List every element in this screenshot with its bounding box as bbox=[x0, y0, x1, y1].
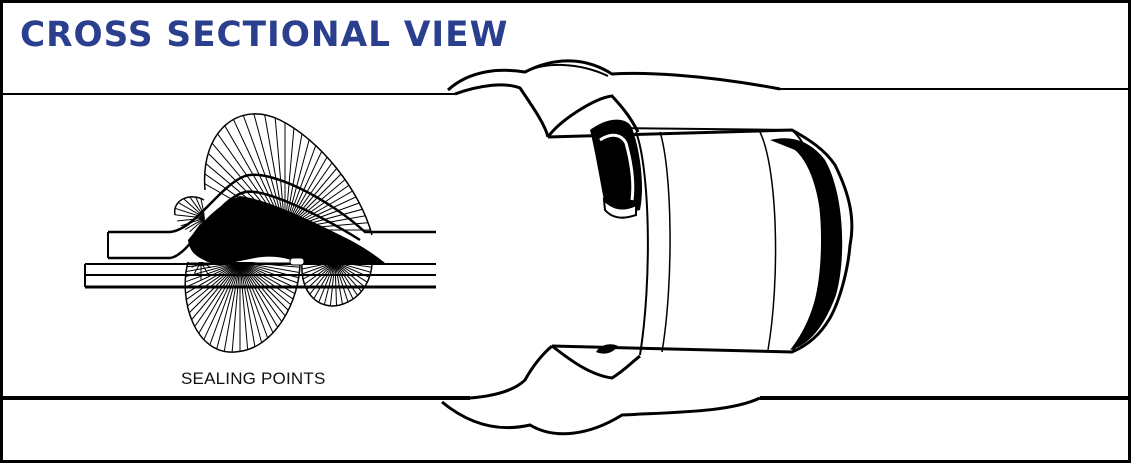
hatch-line bbox=[284, 113, 314, 231]
hatch-line bbox=[243, 113, 286, 231]
hatch-line bbox=[174, 217, 205, 234]
hatch-line bbox=[334, 262, 372, 271]
hatch-line bbox=[239, 262, 300, 340]
hatch-line bbox=[334, 262, 372, 287]
hatch-line bbox=[256, 113, 286, 231]
inset-gasket bbox=[188, 196, 385, 263]
hatch-line bbox=[185, 262, 241, 353]
hatch-line bbox=[181, 217, 205, 234]
spigot-inner-top bbox=[611, 127, 793, 131]
hatch-line bbox=[301, 262, 336, 291]
bell-front-face bbox=[454, 83, 640, 138]
hatch-line bbox=[208, 262, 241, 353]
end-crescent bbox=[770, 138, 843, 350]
hatch-line bbox=[301, 262, 336, 298]
hatch-line bbox=[239, 262, 300, 314]
hatch-line bbox=[181, 196, 205, 219]
inner-ring-3 bbox=[759, 131, 777, 351]
hatch-line bbox=[319, 262, 336, 306]
hatch-line bbox=[239, 262, 292, 353]
spigot-top bbox=[547, 128, 854, 354]
hatch-line bbox=[334, 262, 372, 306]
hatch-line bbox=[270, 113, 286, 231]
hatch-line bbox=[239, 262, 300, 294]
hatch-line bbox=[239, 262, 272, 353]
hatch-line bbox=[301, 262, 336, 283]
bell-ridge-top bbox=[524, 64, 609, 77]
hatch-line bbox=[239, 262, 300, 348]
hatch-line bbox=[185, 262, 241, 353]
hatch-line bbox=[301, 262, 336, 275]
hatch-line bbox=[188, 262, 241, 353]
hatch-line bbox=[218, 262, 241, 353]
hatch-line bbox=[174, 217, 205, 234]
inner-ring-1 bbox=[635, 131, 649, 356]
hatch-line bbox=[334, 262, 372, 301]
hatch-line bbox=[185, 262, 241, 348]
hatch-line bbox=[239, 262, 282, 353]
hatch-line bbox=[185, 262, 241, 323]
bell-outer-top bbox=[446, 59, 781, 92]
hatch-line bbox=[334, 262, 346, 306]
gasket-white-strip bbox=[599, 133, 635, 201]
hatch-line bbox=[174, 196, 205, 219]
hatch-line bbox=[200, 262, 212, 278]
lobe-outline-upper bbox=[203, 113, 373, 236]
hatch-line bbox=[284, 113, 300, 231]
gasket-dark-bottom bbox=[596, 344, 618, 354]
hatch-line bbox=[334, 262, 372, 295]
hatch-line bbox=[284, 113, 354, 231]
lobe-outline-right bbox=[301, 261, 373, 307]
hatch-line bbox=[190, 262, 202, 278]
sealing-points-caption: SEALING POINTS bbox=[181, 369, 326, 388]
hatch-line bbox=[185, 262, 241, 294]
gasket-dark-left bbox=[590, 119, 643, 212]
hatch-line bbox=[312, 262, 336, 306]
hatch-line bbox=[185, 262, 241, 273]
hatch-line bbox=[334, 262, 372, 280]
hatch-line bbox=[301, 262, 336, 305]
hatch-line bbox=[334, 262, 362, 306]
hatch-line bbox=[174, 217, 205, 223]
hatch-line bbox=[174, 205, 205, 219]
hatch-line bbox=[284, 113, 327, 231]
hatch-line bbox=[185, 262, 241, 304]
diagram-title: CROSS SECTIONAL VIEW bbox=[20, 15, 509, 55]
hatch-line bbox=[185, 262, 241, 332]
inner-ring-2 bbox=[659, 131, 671, 353]
hatch-line bbox=[239, 262, 300, 353]
hatch-line bbox=[328, 262, 336, 306]
hatch-line bbox=[239, 262, 300, 323]
hatch-line bbox=[239, 262, 262, 353]
hatch-line bbox=[284, 113, 341, 231]
hatch-line bbox=[185, 262, 241, 284]
hatch-line bbox=[198, 262, 241, 353]
hatch-line bbox=[284, 137, 372, 231]
gasket-lip bbox=[602, 197, 637, 219]
hatch-line bbox=[229, 113, 286, 231]
bell-front-face-bottom bbox=[469, 344, 641, 400]
hatch-line bbox=[334, 262, 338, 306]
lobe-outline-small bbox=[174, 196, 205, 216]
hatch-line bbox=[239, 262, 300, 332]
lobe-outline-lower bbox=[184, 261, 301, 353]
hatch-line bbox=[185, 262, 241, 340]
hatch-line bbox=[174, 217, 205, 231]
hatch-line bbox=[239, 262, 251, 353]
hatch-line bbox=[188, 196, 205, 219]
hatch-line bbox=[334, 262, 355, 306]
hatch-line bbox=[174, 213, 205, 219]
inset-gasket-notch bbox=[289, 257, 305, 266]
hatch-line bbox=[229, 262, 241, 353]
bell-outer-bottom bbox=[441, 396, 761, 436]
hatch-line bbox=[239, 262, 300, 304]
